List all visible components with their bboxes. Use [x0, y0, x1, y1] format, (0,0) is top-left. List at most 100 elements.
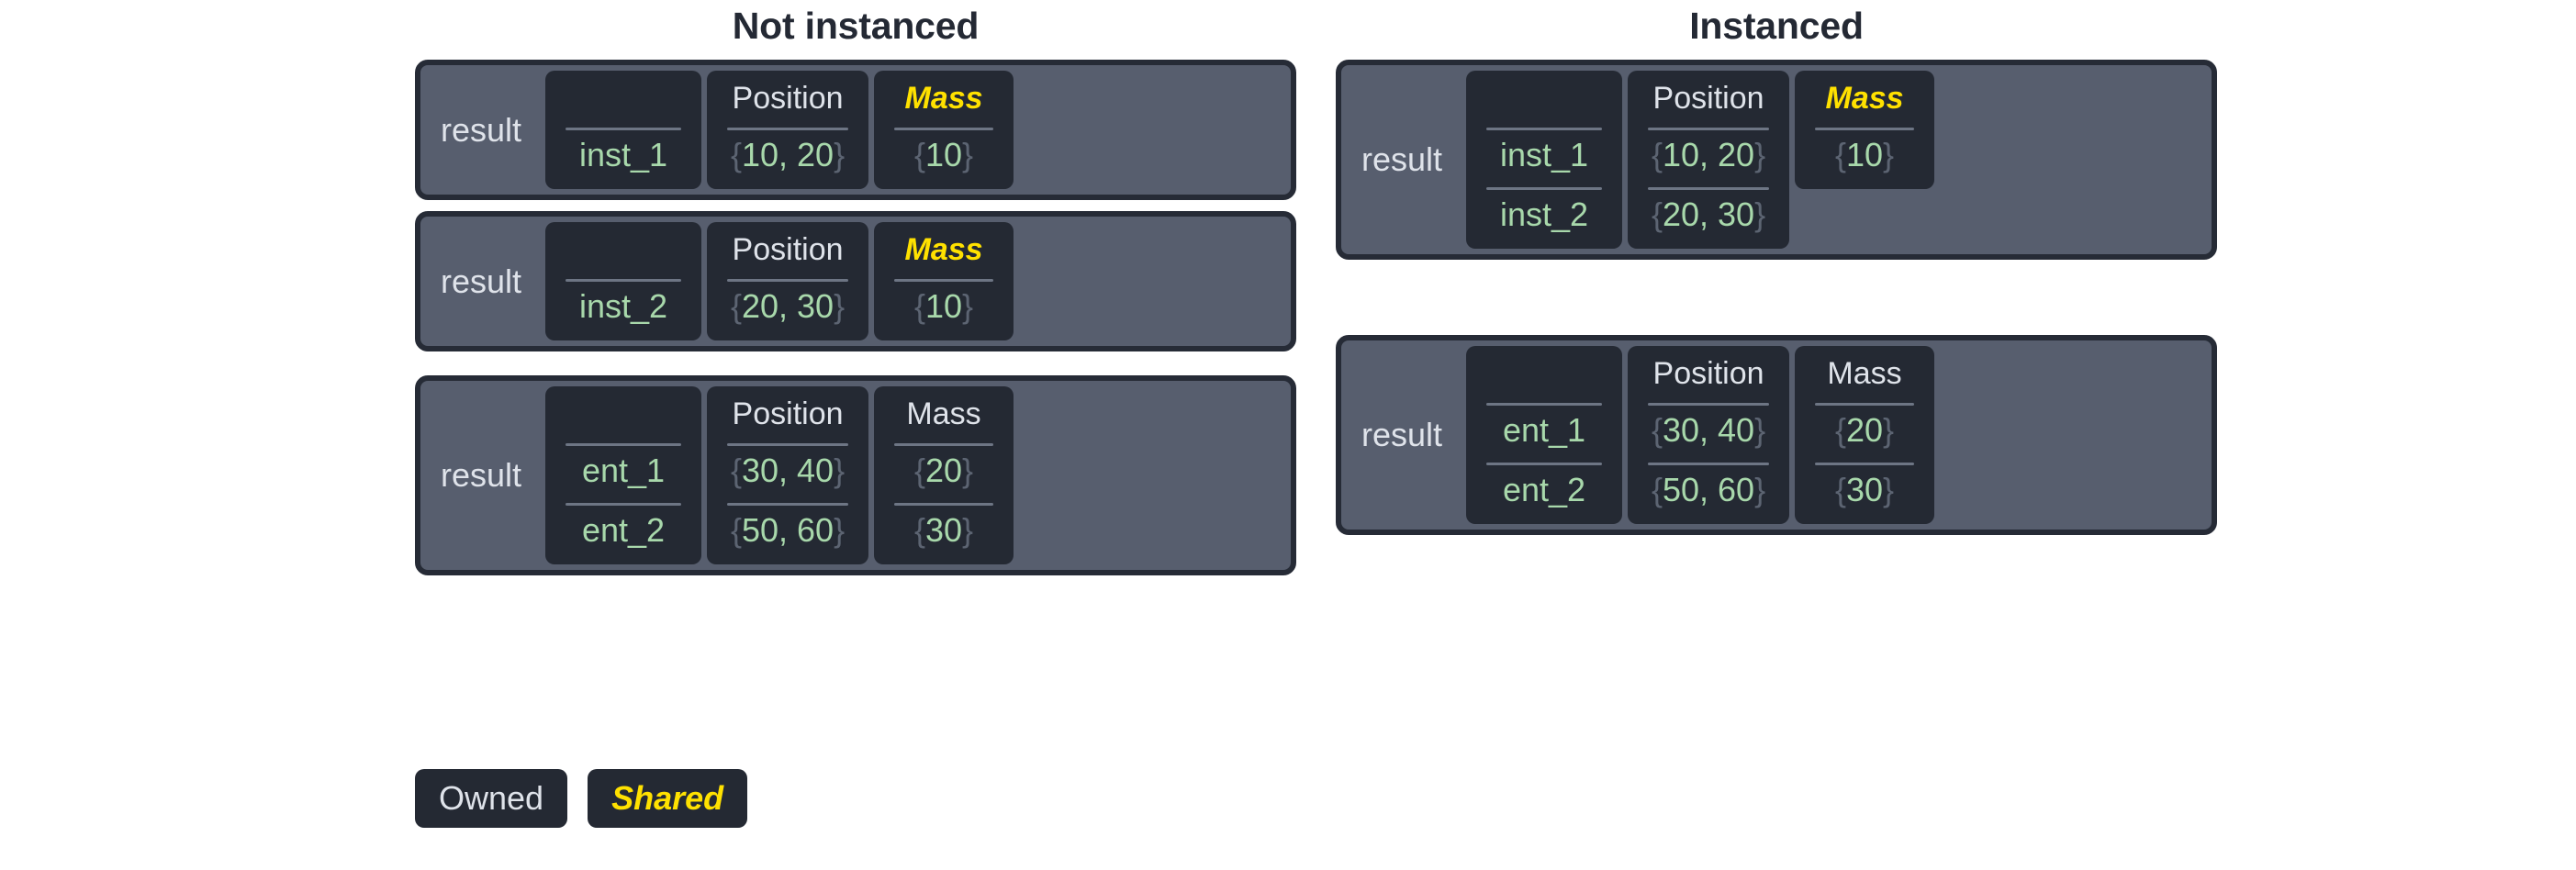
- column-header-mass: Mass: [904, 232, 983, 267]
- brace-open: {: [913, 287, 925, 325]
- cell-value: 30, 40: [741, 452, 834, 489]
- row-separator: [1815, 463, 1915, 465]
- table-cell: {10, 20}: [1644, 130, 1773, 176]
- cell-value: 20: [1846, 411, 1884, 449]
- brace-open: {: [913, 136, 925, 173]
- row-separator: [566, 503, 682, 506]
- table-cell: {30}: [1811, 465, 1918, 511]
- row-separator: [727, 503, 849, 506]
- cell-value: 10, 20: [741, 136, 834, 173]
- row-separator: [1648, 187, 1770, 190]
- brace-close: }: [962, 136, 974, 173]
- table-cell: ent_1: [1502, 411, 1586, 449]
- panel-label: result: [441, 262, 522, 300]
- brace-close: }: [1754, 195, 1766, 233]
- legend-chip-owned: Owned: [415, 769, 568, 828]
- table-cell: {20, 30}: [723, 282, 852, 328]
- brace-close: }: [1754, 411, 1766, 449]
- brace-open: {: [913, 511, 925, 549]
- table-cell: {30, 40}: [723, 446, 852, 492]
- brace-close: }: [1883, 471, 1895, 508]
- component-column: Mass{10}: [874, 71, 1014, 189]
- table-cell: {20}: [1811, 406, 1918, 452]
- column-header-blank: [1483, 355, 1606, 392]
- row-separator: [1648, 403, 1770, 406]
- brace-close: }: [962, 511, 974, 549]
- brace-open: {: [730, 511, 742, 549]
- component-columns: inst_2 Position {20, 30} Mass {10}: [545, 222, 1014, 340]
- row-separator: [1815, 403, 1915, 406]
- brace-close: }: [834, 287, 846, 325]
- component-column: Mass{20}{30}: [1795, 346, 1935, 524]
- table-cell: {20}: [890, 446, 997, 492]
- panel-label: result: [1361, 140, 1443, 178]
- legend-chip-shared: Shared: [588, 769, 748, 828]
- panel-label: result: [1361, 416, 1443, 453]
- brace-close: }: [834, 452, 846, 489]
- cell-value: 10, 20: [1662, 136, 1755, 173]
- brace-close: }: [1754, 471, 1766, 508]
- column-header-blank: [1483, 80, 1606, 117]
- brace-open: {: [730, 136, 742, 173]
- column-header-mass: Mass: [1827, 356, 1902, 391]
- legend: Owned Shared: [415, 769, 748, 828]
- row-separator: [894, 503, 994, 506]
- group-spacer: [1336, 271, 2217, 335]
- table-cell: {50, 60}: [723, 506, 852, 552]
- row-separator: [1486, 128, 1603, 130]
- panel-label: result: [441, 110, 522, 149]
- component-column: Position{10, 20}{20, 30}: [1628, 71, 1790, 249]
- cell-value: 50, 60: [1662, 471, 1755, 508]
- column-header-blank: [562, 231, 685, 268]
- row-separator: [894, 279, 994, 282]
- component-column: Mass{20}{30}: [874, 386, 1014, 564]
- table-cell: inst_1: [578, 136, 668, 173]
- brace-close: }: [962, 452, 974, 489]
- table-cell: inst_1: [1499, 136, 1589, 173]
- row-separator: [1815, 128, 1915, 130]
- brace-close: }: [1754, 136, 1766, 173]
- cell-value: 20, 30: [741, 287, 834, 325]
- component-column: Position{10, 20}: [707, 71, 869, 189]
- column-header-position: Position: [732, 232, 844, 267]
- column-header-position: Position: [1652, 356, 1764, 391]
- component-column: inst_1 inst_2: [1466, 71, 1623, 249]
- table-cell: {50, 60}: [1644, 465, 1773, 511]
- cell-value: 30, 40: [1662, 411, 1755, 449]
- brace-open: {: [1834, 411, 1846, 449]
- column-header-blank: [562, 80, 685, 117]
- component-column: inst_2: [545, 222, 702, 340]
- row-separator: [894, 443, 994, 446]
- row-separator: [1486, 187, 1603, 190]
- row-separator: [1486, 403, 1603, 406]
- table-cell: ent_2: [1502, 471, 1586, 508]
- brace-open: {: [1651, 411, 1663, 449]
- brace-open: {: [1834, 471, 1846, 508]
- brace-open: {: [913, 452, 925, 489]
- column-header-blank: [562, 396, 685, 432]
- table-cell: ent_2: [581, 511, 666, 549]
- table-cell: {10, 20}: [723, 130, 852, 176]
- cell-value: 20, 30: [1662, 195, 1755, 233]
- brace-close: }: [834, 136, 846, 173]
- brace-close: }: [962, 287, 974, 325]
- table-cell: inst_2: [1499, 195, 1589, 233]
- table-cell: {10}: [890, 282, 997, 328]
- component-column: Mass{10}: [1795, 71, 1935, 189]
- row-separator: [727, 128, 849, 130]
- column-header-mass: Mass: [906, 396, 981, 431]
- brace-close: }: [834, 511, 846, 549]
- cell-value: 30: [925, 511, 963, 549]
- brace-open: {: [730, 287, 742, 325]
- table-cell: {10}: [1811, 130, 1918, 176]
- column-header-position: Position: [1652, 81, 1764, 116]
- cell-value: 50, 60: [741, 511, 834, 549]
- component-column: Mass {10}: [874, 222, 1014, 340]
